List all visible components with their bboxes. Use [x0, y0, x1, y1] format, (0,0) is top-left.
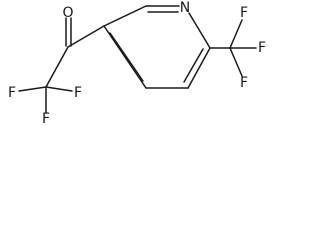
bond-cf3-right-f-top [229, 19, 243, 49]
bond-cf3-right-f-bottom [229, 47, 243, 77]
bond-carbonyl-to-ring [67, 25, 105, 48]
atom-fluorine-right-3: F [240, 75, 248, 91]
chemical-structure-diagram: O N F F F F F F [8, 0, 266, 127]
bond-ring-c3-c2 [103, 5, 147, 27]
bond-cf3-left-f-left [18, 86, 47, 92]
bond-cf3-left-f-right [45, 86, 73, 92]
atom-fluorine-left-3: F [42, 111, 50, 127]
atom-fluorine-right-1: F [240, 5, 248, 21]
atom-labels: O N F F F F F F [8, 0, 266, 127]
bond-ring-c4-c3 [103, 25, 147, 89]
bond-ring-n-c6 [188, 12, 211, 49]
atom-fluorine-right-2: F [258, 40, 266, 56]
atom-fluorine-left-1: F [8, 85, 16, 101]
bond-ring-c6-c5-double [183, 48, 204, 83]
atom-oxygen: O [62, 5, 73, 21]
bond-carbonyl-to-cf3 [45, 46, 69, 88]
bond-ring-c6-c5 [187, 47, 211, 89]
atom-fluorine-left-2: F [74, 85, 82, 101]
bonds [18, 5, 257, 114]
atom-nitrogen: N [180, 0, 190, 16]
bond-ring-c4-c3-double [109, 32, 144, 82]
